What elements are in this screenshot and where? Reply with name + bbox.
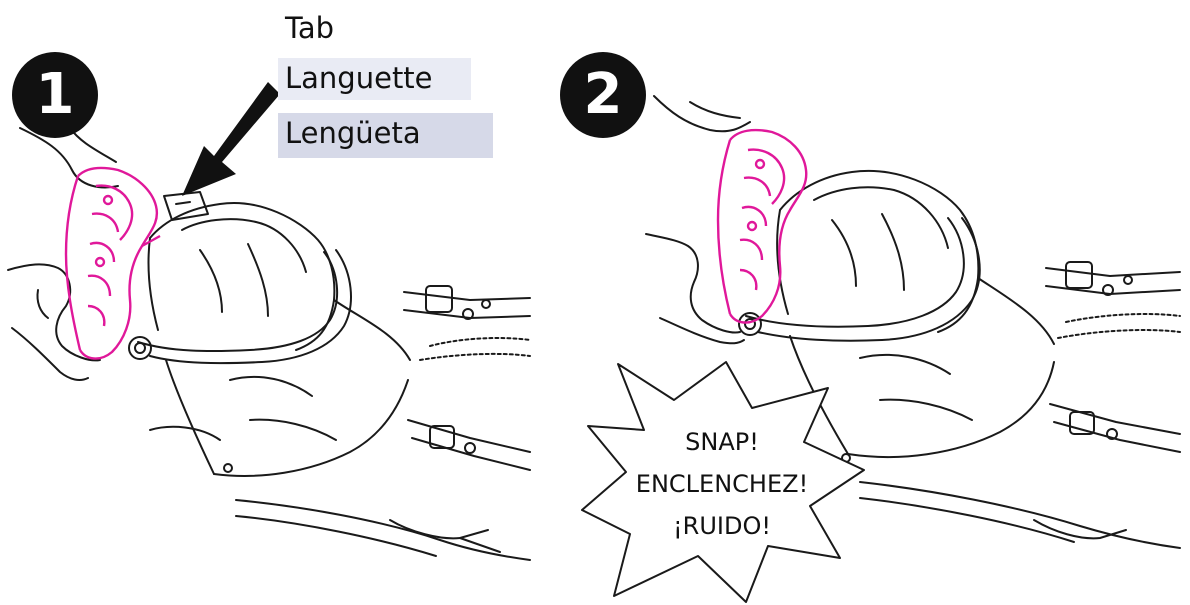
seat-shell [780,171,978,332]
seat-shell [150,203,334,350]
burst-text-en: SNAP! [602,428,842,456]
arrow [182,82,280,196]
burst-text-fr: ENCLENCHEZ! [602,470,842,498]
step-number-2: 2 [560,52,646,138]
upper-hand [654,96,750,131]
arrow-to-tab [182,82,280,196]
frame-rail [404,292,530,300]
tab-label-fr: Languette [278,58,471,100]
tab [164,192,208,220]
burst-text-es: ¡RUIDO! [602,512,842,540]
handle-bar [138,252,337,351]
canopy-bracket-highlight [718,130,806,323]
canopy-bracket-highlight [66,168,160,359]
lower-hand [8,264,100,360]
tab-label-en: Tab [278,8,365,48]
step-1-panel: 1 Tab Languette Lengüeta [0,0,560,605]
tab-label-es: Lengüeta [278,113,493,158]
upper-hand [20,128,118,187]
step-number-1: 1 [12,52,98,138]
